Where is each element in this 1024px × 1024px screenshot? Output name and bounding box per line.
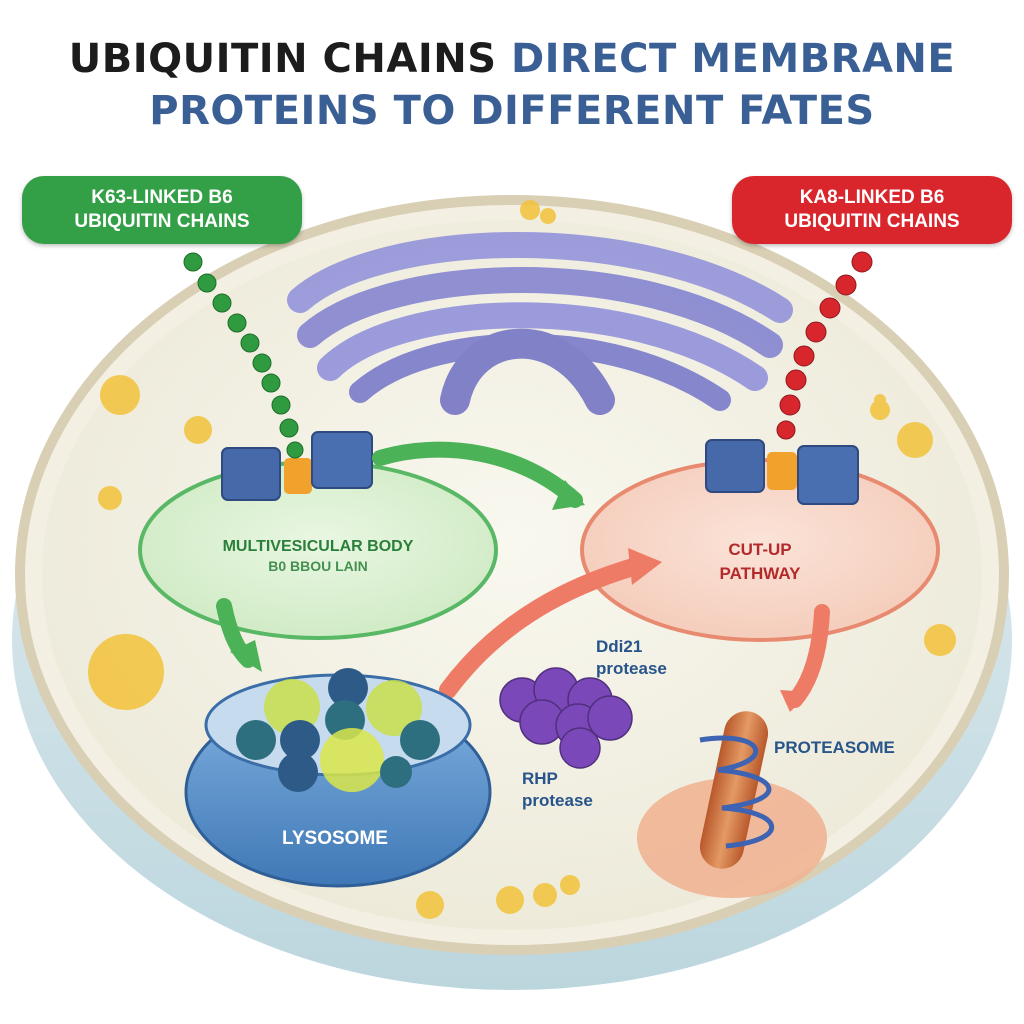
page-title-line1: UBIQUITIN CHAINS DIRECT MEMBRANE (0, 36, 1024, 82)
title-blue-part: DIRECT MEMBRANE (510, 36, 956, 82)
cut-up-label-line1: CUT-UP (728, 540, 792, 559)
cut-up-label-line2: PATHWAY (719, 564, 801, 583)
k63-callout: K63-LINKED B6 UBIQUITIN CHAINS (22, 176, 302, 244)
k48-callout: KA8-LINKED B6 UBIQUITIN CHAINS (732, 176, 1012, 244)
k48-ubiquitin-chain (776, 251, 873, 440)
rhp-protease-label: RHP protease (522, 768, 632, 812)
membrane-protein-right (705, 439, 859, 505)
membrane-protein-left (221, 431, 373, 501)
arrow-head-mvb-to-lysosome (230, 640, 262, 672)
k63-callout-line2: UBIQUITIN CHAINS (74, 211, 250, 232)
ddi-protease-cluster (499, 667, 633, 769)
page-title-line2: PROTEINS TO DIFFERENT FATES (149, 88, 875, 134)
lysosome-label: LYSOSOME (282, 828, 388, 849)
ddi-protease-label: Ddi21 protease (596, 636, 706, 680)
arrow-head-lysosome-to-cut (628, 548, 662, 585)
arrow-mvb-to-cut (372, 441, 583, 508)
ddi-label-line1: Ddi21 (596, 637, 643, 656)
vesicles (88, 200, 956, 919)
ddi-label-line2: protease (596, 659, 667, 678)
k48-callout-line2: UBIQUITIN CHAINS (784, 211, 960, 232)
arrow-head-mvb-to-cut (552, 480, 585, 510)
k48-callout-line1: KA8-LINKED B6 (799, 187, 945, 208)
arrow-lysosome-to-cut (439, 556, 649, 699)
arrow-head-cut-to-proteasome (780, 690, 810, 712)
lysosome (184, 668, 492, 888)
mvb-label: MULTIVESICULAR BODY (222, 538, 414, 555)
k63-ubiquitin-chain (183, 252, 304, 459)
k63-callout-line1: K63-LINKED B6 (91, 187, 233, 208)
golgi-stack (287, 232, 793, 415)
rhp-label-line1: RHP (522, 769, 558, 788)
cut-up-pathway-label: CUT-UP PATHWAY (660, 538, 860, 586)
proteasome (637, 711, 827, 898)
title-dark-part: UBIQUITIN CHAINS (68, 36, 497, 82)
mvb-sublabel: B0 BBOU LAIN (268, 558, 368, 574)
proteasome-label: PROTEASOME (774, 738, 895, 757)
rhp-label-line2: protease (522, 791, 593, 810)
